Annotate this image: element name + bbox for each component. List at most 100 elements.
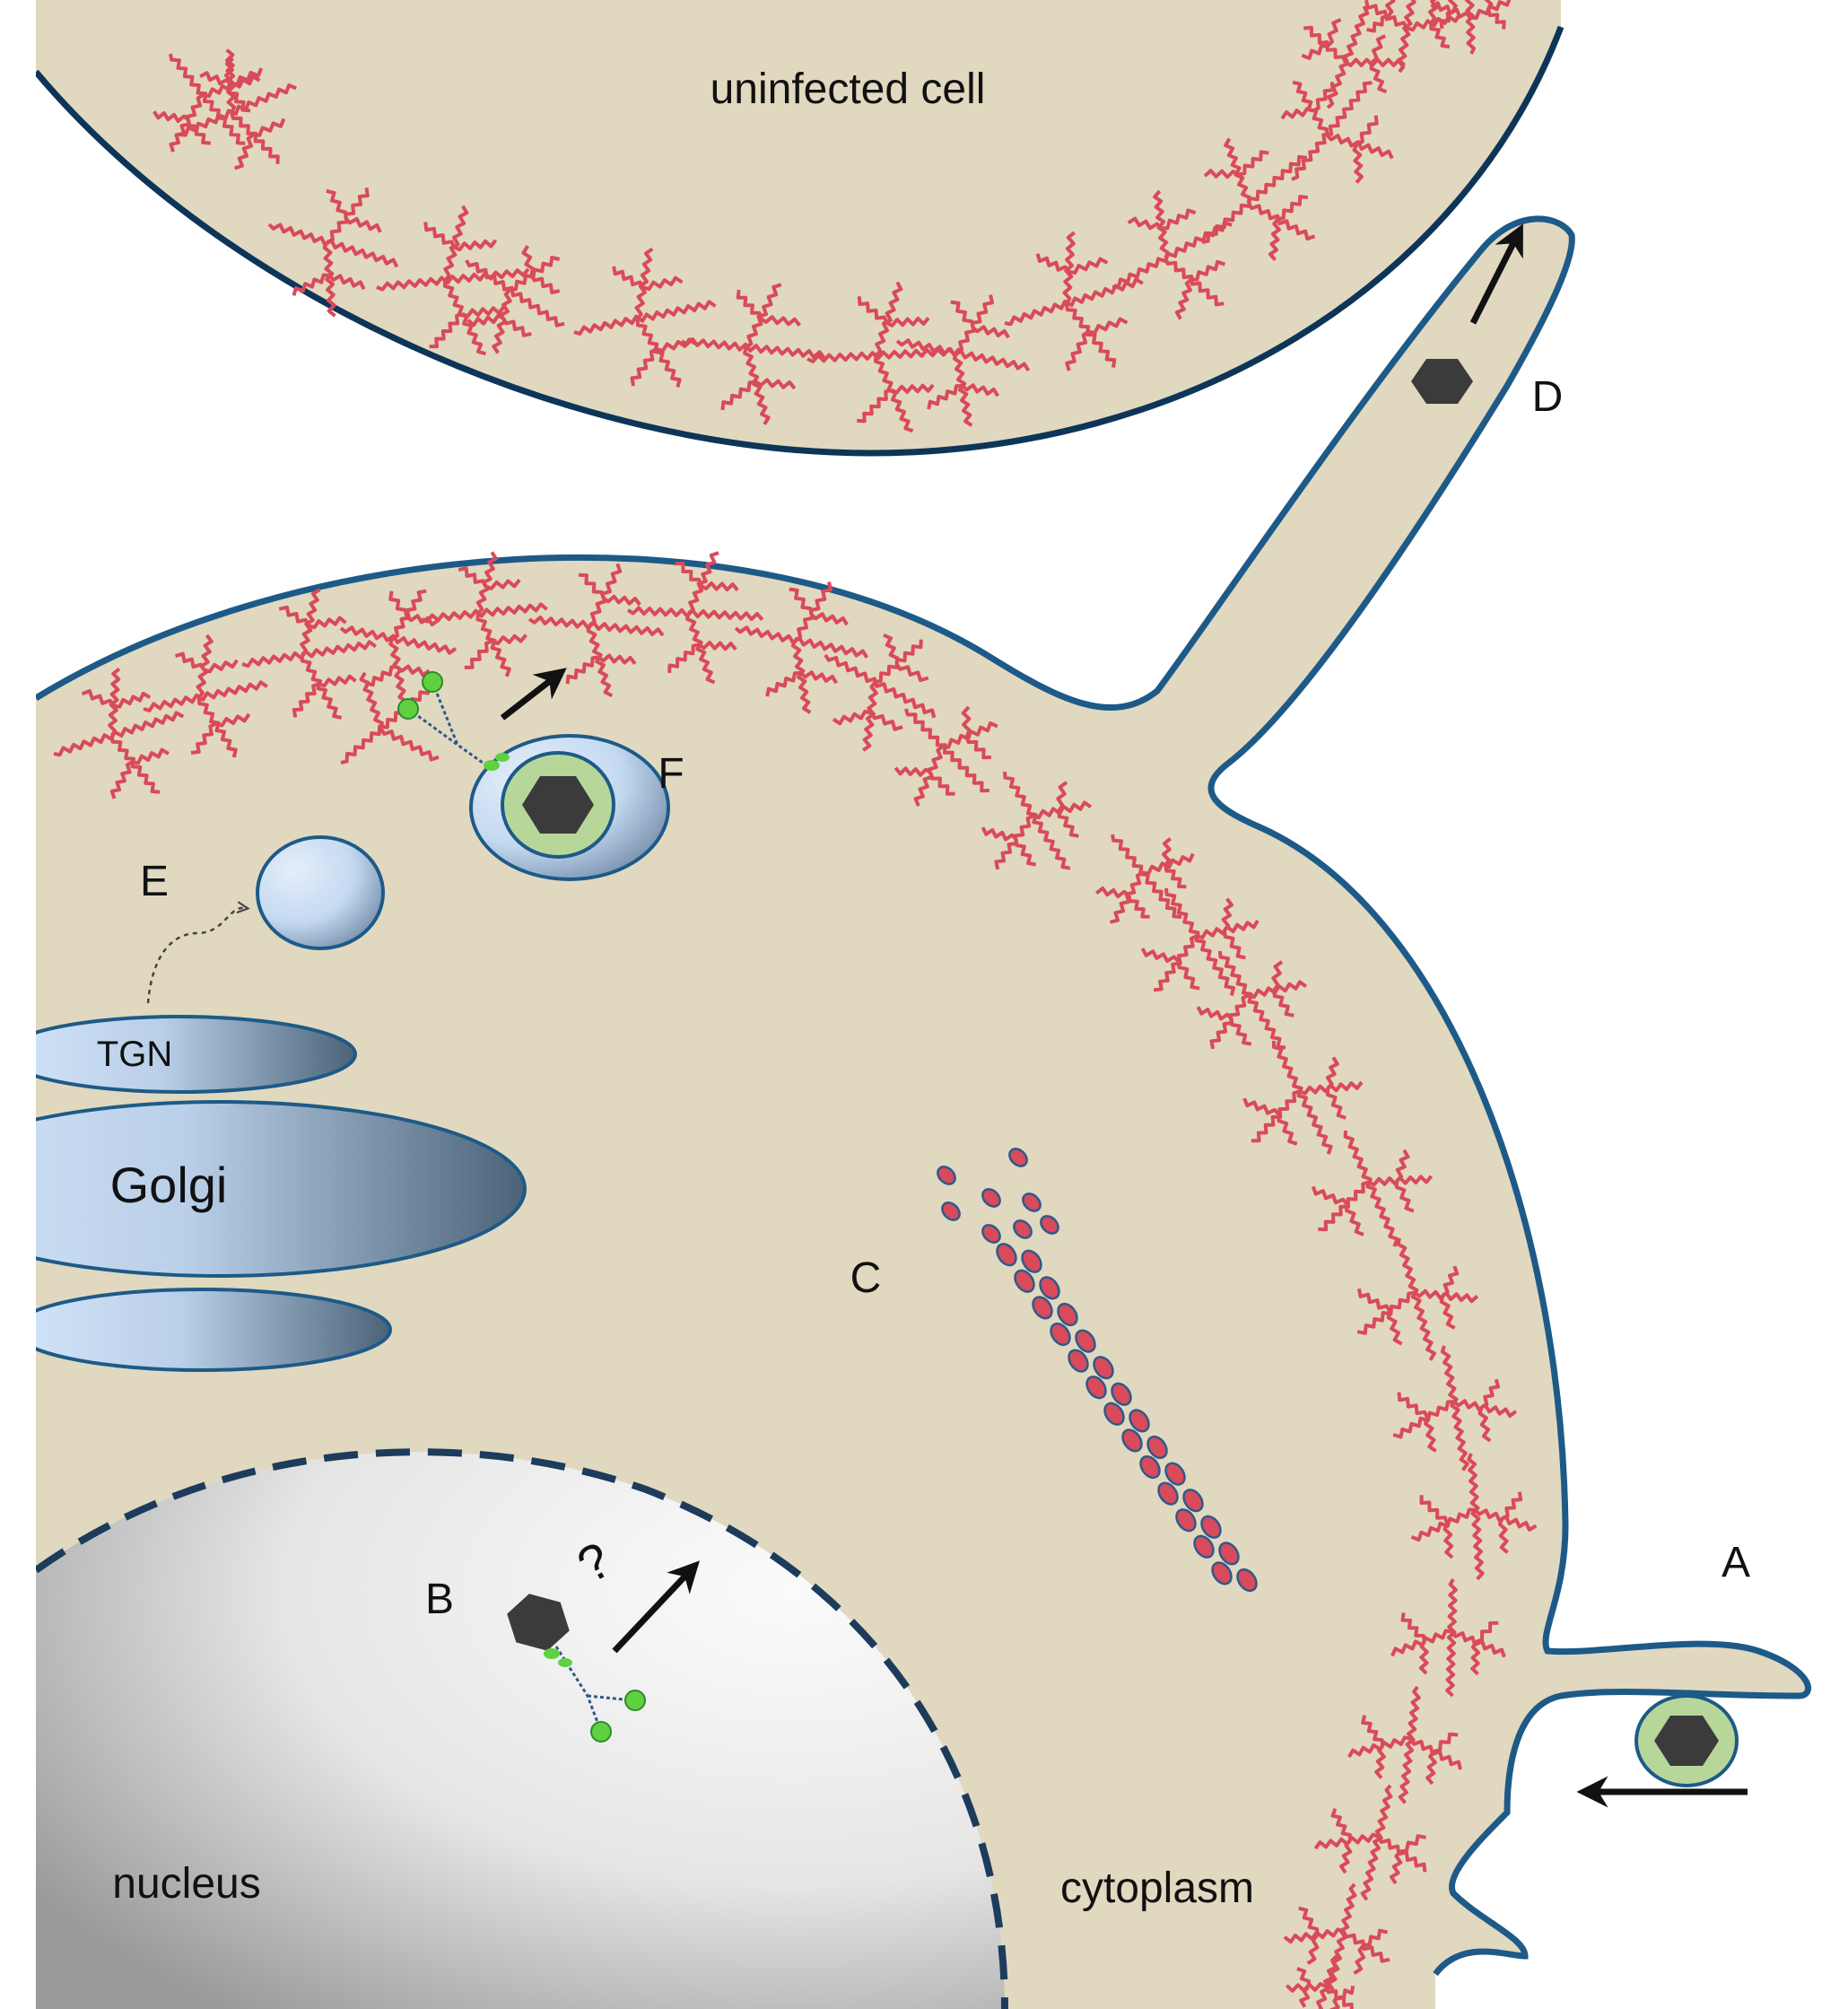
actin-filament [1470, 1640, 1481, 1676]
actin-monomer [1008, 1148, 1028, 1167]
actin-filament [1229, 1018, 1252, 1046]
actin-filament [1356, 1290, 1416, 1335]
virion-f-group [397, 668, 670, 881]
actin-filament [1385, 0, 1396, 18]
left-edge-mask [0, 0, 36, 2009]
actin-filament [1428, 0, 1439, 25]
actin-filament [81, 689, 116, 707]
actin-filament [1433, 1732, 1459, 1753]
actin-filament [1439, 9, 1454, 30]
actin-filament [340, 685, 431, 764]
actin-filament [423, 222, 457, 249]
actin-monomer [981, 1188, 1001, 1208]
actin-filament [364, 665, 397, 687]
actin-filament [1088, 317, 1129, 335]
actin-monomer [1211, 1561, 1233, 1585]
actin-filament [565, 655, 599, 685]
actin-filament [278, 605, 310, 626]
actin-filament [187, 119, 211, 145]
actin-filament [1291, 81, 1373, 181]
actin-monomer [1085, 1376, 1107, 1400]
actin-filament [927, 384, 963, 410]
actin-monomer [1013, 1219, 1033, 1239]
actin-filament [464, 639, 493, 669]
actin-filament [1363, 1928, 1389, 1947]
actin-filament [1068, 257, 1109, 275]
actin-filament [109, 735, 161, 794]
uninfected-cell-membrane [33, 25, 1565, 457]
actin-filament [1410, 1507, 1476, 1542]
actin-monomer [996, 1243, 1017, 1267]
actin-filament [791, 639, 812, 714]
actin-filament [1386, 1311, 1403, 1346]
actin-filament [875, 281, 903, 357]
actin-filament [1394, 1180, 1415, 1213]
actin-filament [832, 709, 872, 726]
actin-filament [1057, 810, 1079, 838]
actin-monomer [1121, 1428, 1143, 1453]
actin-filament [1176, 960, 1200, 991]
actin-filament [869, 712, 903, 731]
actin-filament [1303, 25, 1347, 64]
actin-filament [491, 633, 527, 646]
actin-filament [1353, 1943, 1366, 1975]
actin-filament [1277, 1114, 1298, 1146]
label-tgn: TGN [97, 1035, 172, 1074]
actin-filament [174, 651, 205, 671]
actin-filament [680, 337, 826, 360]
actin-monomer [1218, 1542, 1240, 1566]
hexagon-virion-icon [1411, 359, 1473, 404]
actin-monomer [1021, 1249, 1042, 1273]
actin-monomer [1075, 1329, 1096, 1353]
tgn-cisterna [2, 1015, 357, 1094]
actin-filament [388, 590, 409, 617]
actin-filament [1339, 1839, 1353, 1874]
actin-filament [1392, 1400, 1454, 1439]
actin-filament [1299, 1986, 1311, 2008]
actin-filament [743, 346, 771, 425]
actin-filament [199, 71, 232, 86]
actin-filament [942, 721, 998, 749]
actin-monomer [1093, 1356, 1114, 1380]
actin-filament [327, 274, 366, 291]
actin-filament [734, 625, 869, 659]
actin-filament [322, 241, 336, 318]
actin-filament [1439, 1295, 1456, 1330]
actin-filament [1445, 1577, 1458, 1698]
actin-filament [765, 671, 801, 697]
actin-filament [1110, 870, 1144, 924]
actin-filament [1268, 218, 1281, 262]
actin-filament [1222, 930, 1246, 960]
actin-filament [1306, 1934, 1320, 1965]
actin-filament [1271, 1040, 1333, 1155]
actin-filament [253, 118, 286, 137]
actin-filament [1344, 57, 1407, 67]
actin-filament [326, 188, 348, 219]
actin-filament [521, 245, 536, 275]
actin-filament [1355, 115, 1379, 146]
actin-filament [626, 606, 764, 622]
actin-monomer [1103, 1402, 1125, 1426]
label-cytoplasm: cytoplasm [1060, 1865, 1254, 1912]
actin-filament [396, 664, 431, 677]
actin-filament [453, 239, 498, 252]
actin-filament [300, 654, 343, 720]
nuclear-envelope [33, 1448, 1008, 2009]
actin-filament [745, 283, 782, 349]
actin-filament [1399, 1834, 1426, 1854]
actin-filament [720, 380, 756, 411]
motor-foot [544, 1648, 560, 1659]
actin-filament [376, 267, 530, 292]
actin-filament [1425, 1750, 1437, 1786]
hexagon-virion-icon [522, 776, 594, 834]
kinesin-motor-icon [407, 681, 490, 769]
actin-monomer [941, 1201, 961, 1221]
actin-filament [1246, 202, 1316, 241]
actin-filament [1406, 13, 1461, 32]
actin-filament [597, 653, 637, 666]
actin-filament [1190, 259, 1226, 282]
actin-filament [1140, 948, 1180, 963]
actin-filament [527, 616, 665, 637]
actin-filament [1484, 0, 1494, 11]
actin-filament [667, 642, 700, 674]
